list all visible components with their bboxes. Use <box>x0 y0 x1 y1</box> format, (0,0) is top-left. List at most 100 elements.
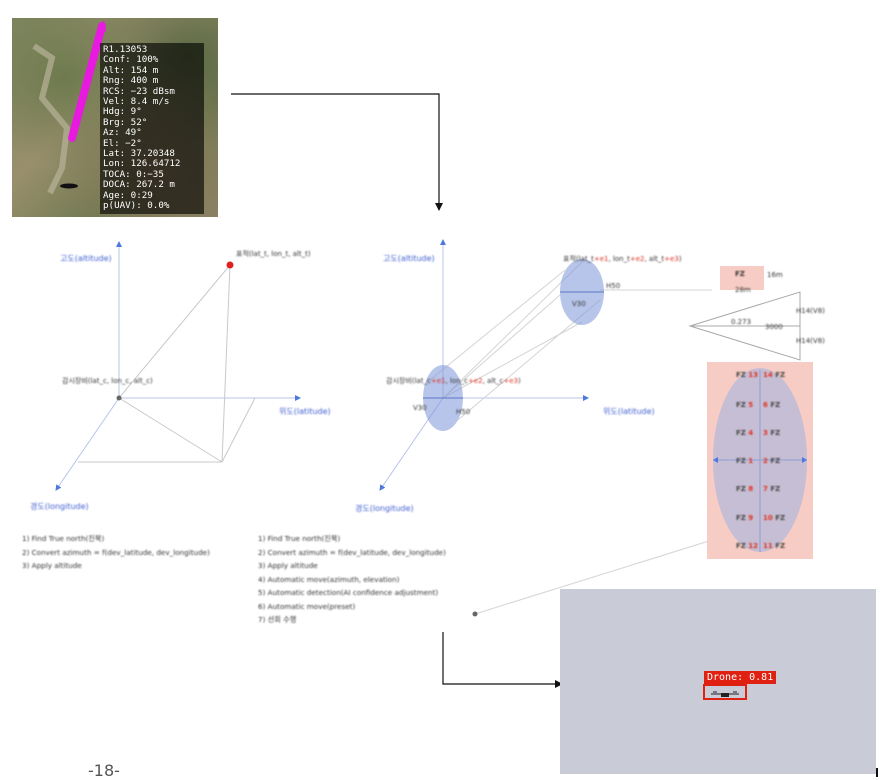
fz-number: 1 <box>748 457 754 465</box>
left-sensor-point <box>116 395 122 401</box>
fz-zone-right: 11 FZ <box>763 542 785 550</box>
road-path <box>32 43 71 195</box>
sensor-v30-label: V30 <box>413 404 427 412</box>
info-line-3: Rng: 400 m <box>103 75 159 87</box>
left-latitude-label: 위도(latitude) <box>279 407 331 416</box>
left-target-label: 표적(lat_t, lon_t, alt_t) <box>236 250 311 258</box>
left-projection-lines <box>78 264 256 463</box>
fz-number: 10 <box>763 514 773 522</box>
fov-h14-bottom-label: H14(V8) <box>796 337 825 345</box>
target-label-part: ) <box>678 255 682 263</box>
page-number: -18- <box>88 761 120 780</box>
fz-zone-left: FZ 8 <box>736 485 753 493</box>
fz-text: FZ <box>736 542 746 550</box>
left-target-point <box>226 261 234 269</box>
target-shadow <box>60 183 78 189</box>
fz-number: 11 <box>763 542 773 550</box>
fz-zone-left: FZ 12 <box>736 542 758 550</box>
drone-icon <box>711 691 739 697</box>
info-line-6: Hdg: 9° <box>103 106 142 118</box>
info-line-11: Lon: 126.64712 <box>103 158 181 170</box>
info-line-8: Az: 49° <box>103 127 142 139</box>
fz-number: 12 <box>748 542 759 550</box>
right-reference-point <box>472 611 478 617</box>
fov-distance-label: 3000 <box>765 323 783 331</box>
fz-zone-right: 3 FZ <box>763 429 780 437</box>
right-step-5: 5) Automatic detection(AI confidence adj… <box>258 588 439 597</box>
info-line-7: Brg: 52° <box>103 116 148 128</box>
fz-text: FZ <box>736 457 746 465</box>
detection-bounding-box <box>703 684 747 700</box>
uav-track <box>68 22 106 142</box>
fz-number: 5 <box>748 401 754 409</box>
fz-zone-left: FZ 5 <box>736 401 753 409</box>
sensor-h50-label: H50 <box>456 408 471 416</box>
right-step-6: 6) Automatic move(preset) <box>258 601 356 611</box>
info-line-2: Alt: 154 m <box>103 64 159 76</box>
target-error-e2: +e2 <box>629 255 645 263</box>
right-latitude-label: 위도(latitude) <box>603 407 655 416</box>
target-error-e3: +e3 <box>664 255 679 263</box>
left-altitude-label: 고도(altitude) <box>60 254 112 263</box>
sensor-error-e1: +e1 <box>430 377 446 385</box>
fz-text: FZ <box>736 514 746 522</box>
right-step-7: 7) 선회 수행 <box>258 615 297 624</box>
fov-h14-top-label: H14(V8) <box>796 307 825 315</box>
fz-zone-right: 7 FZ <box>763 485 780 493</box>
fz-number: 3 <box>763 429 768 437</box>
sensor-label-part: ) <box>518 377 521 385</box>
fz-number: 9 <box>748 514 754 522</box>
target-v30-label: V30 <box>572 300 586 308</box>
fz-size-label: FZ <box>735 270 745 278</box>
fz-zone-right: 10 FZ <box>763 514 785 522</box>
fz-text: FZ <box>736 485 746 493</box>
track-head-icon <box>98 20 106 32</box>
fz-zone-ellipse-layer <box>713 368 807 552</box>
connector-arrow-radar <box>231 93 443 211</box>
fz-number: 7 <box>763 485 768 493</box>
info-line-4: RCS: −23 dBsm <box>103 85 175 97</box>
radar-info-box: R1.13053 Conf: 100% Alt: 154 m Rng: 400 … <box>100 43 204 214</box>
info-line-0: R1.13053 <box>103 44 148 55</box>
sensor-error-e3: +e3 <box>503 377 518 385</box>
left-sensor-label: 감시장비(lat_c, lon_c, alt_c) <box>62 377 153 385</box>
fz-text: FZ <box>770 429 781 437</box>
target-label-part: , alt_t <box>644 255 665 263</box>
fz-number: 4 <box>748 429 754 437</box>
right-target-label: 표적(lat_t+e1, lon_t+e2, alt_t+e3) <box>563 254 682 264</box>
fov-angle-label: 0.273 <box>731 318 752 326</box>
detection-label: Drone: 0.81 <box>704 671 777 684</box>
fz-text: FZ <box>775 371 786 379</box>
fz-zone-panel: FZ 13 14 FZ FZ 5 6 FZ FZ 4 3 FZ FZ 1 2 F… <box>707 362 813 559</box>
fz-size-box <box>720 266 764 290</box>
info-line-9: El: −2° <box>103 137 142 149</box>
right-longitude-label: 경도(longitude) <box>355 504 414 513</box>
sensor-label-part: , alt_c <box>482 377 504 385</box>
radar-track-layer <box>32 20 106 195</box>
fz-zone-right: 14 FZ <box>763 371 785 379</box>
fz-text: FZ <box>775 514 786 522</box>
fz-text: FZ <box>770 457 781 465</box>
fz-16m-label: 16m <box>767 271 783 279</box>
right-altitude-label: 고도(altitude) <box>383 254 435 263</box>
fz-zone-left: FZ 9 <box>736 514 753 522</box>
fz-zone-left: FZ 1 <box>736 457 753 465</box>
fz-axis-left-arrow-icon <box>713 457 718 463</box>
left-longitude-label: 경도(longitude) <box>30 502 89 511</box>
fz-number: 14 <box>763 371 773 379</box>
fz-zone-right: 6 FZ <box>763 401 780 409</box>
fz-zone-left: FZ 4 <box>736 429 753 437</box>
info-line-10: Lat: 37.20348 <box>103 148 175 160</box>
left-step-1: 1) Find True north(진북) <box>22 534 105 543</box>
left-longitude-axis <box>55 397 120 491</box>
sensor-label-part: , lon_c <box>445 377 468 385</box>
fz-text: FZ <box>775 542 786 550</box>
sensor-error-e2: +e2 <box>467 377 483 385</box>
right-steps-list: 1) Find True north(진북) 2) Convert azimut… <box>258 532 446 627</box>
radar-screenshot: R1.13053 Conf: 100% Alt: 154 m Rng: 400 … <box>12 18 218 217</box>
fz-number: 6 <box>763 401 768 409</box>
camera-detection-frame: Drone: 0.81 <box>560 589 876 774</box>
info-line-5: Vel: 8.4 m/s <box>103 96 170 108</box>
info-line-13: DOCA: 267.2 m <box>103 179 175 191</box>
